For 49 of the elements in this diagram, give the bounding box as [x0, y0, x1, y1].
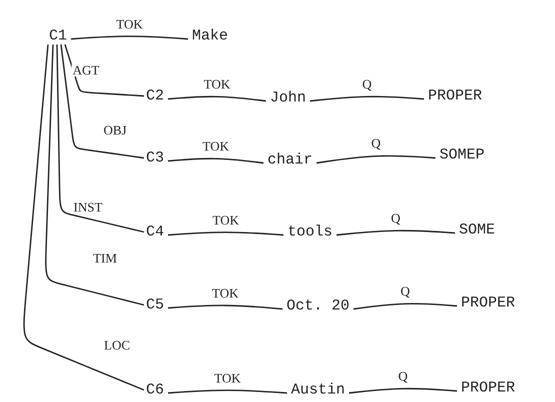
node-label: SOMEP: [440, 146, 484, 164]
node-label: tools: [288, 224, 332, 240]
connector-line: [310, 96, 424, 102]
node-label: chair: [268, 152, 312, 168]
connector-line: [168, 390, 288, 394]
node-label: SOME: [459, 222, 495, 238]
edge-label: TOK: [212, 214, 240, 226]
connector-line: [64, 44, 144, 97]
connector-line: [70, 36, 188, 40]
edge-label: OBJ: [102, 124, 128, 136]
connector-line: [45, 44, 144, 306]
edge-label: Q: [390, 212, 402, 224]
node-label: C5: [146, 296, 164, 314]
edge-label: INST: [72, 200, 104, 214]
connector-line: [336, 230, 456, 236]
connector-line: [316, 155, 436, 164]
node-label: PROPER: [461, 294, 515, 312]
node-label: PROPER: [428, 88, 482, 104]
node-label: C2: [146, 88, 164, 104]
node-label: Make: [192, 28, 228, 44]
edge-label: TOK: [115, 18, 144, 30]
connector-line: [353, 303, 458, 310]
node-label: C3: [146, 150, 164, 166]
edge-label: Q: [397, 370, 409, 382]
connector-line: [56, 44, 144, 233]
connector-line: [168, 158, 264, 164]
connector-line: [60, 44, 144, 159]
edge-label: AGT: [72, 64, 100, 76]
connector-line: [348, 388, 458, 394]
connector-line: [168, 232, 284, 236]
edge-label: TOK: [202, 140, 230, 152]
node-label: Austin: [291, 382, 345, 398]
node-label: C4: [146, 224, 164, 240]
node-label: C1: [49, 28, 67, 44]
edge-label: LOC: [103, 338, 131, 352]
edge-label: Q: [400, 284, 411, 298]
edge-label: Q: [361, 78, 373, 90]
edge-label: TOK: [213, 372, 242, 384]
node-label: C6: [146, 382, 164, 398]
node-label: Oct. 20: [286, 298, 350, 314]
edge-label: TOK: [211, 286, 240, 300]
node-label: PROPER: [461, 380, 515, 396]
node-label: John: [270, 90, 306, 106]
connector-line: [168, 304, 283, 310]
edge-label: Q: [370, 136, 382, 150]
edge-label: TOK: [202, 78, 232, 90]
connector-line: [168, 96, 266, 102]
edge-label: TIM: [92, 252, 118, 264]
connector-line: [23, 44, 144, 391]
